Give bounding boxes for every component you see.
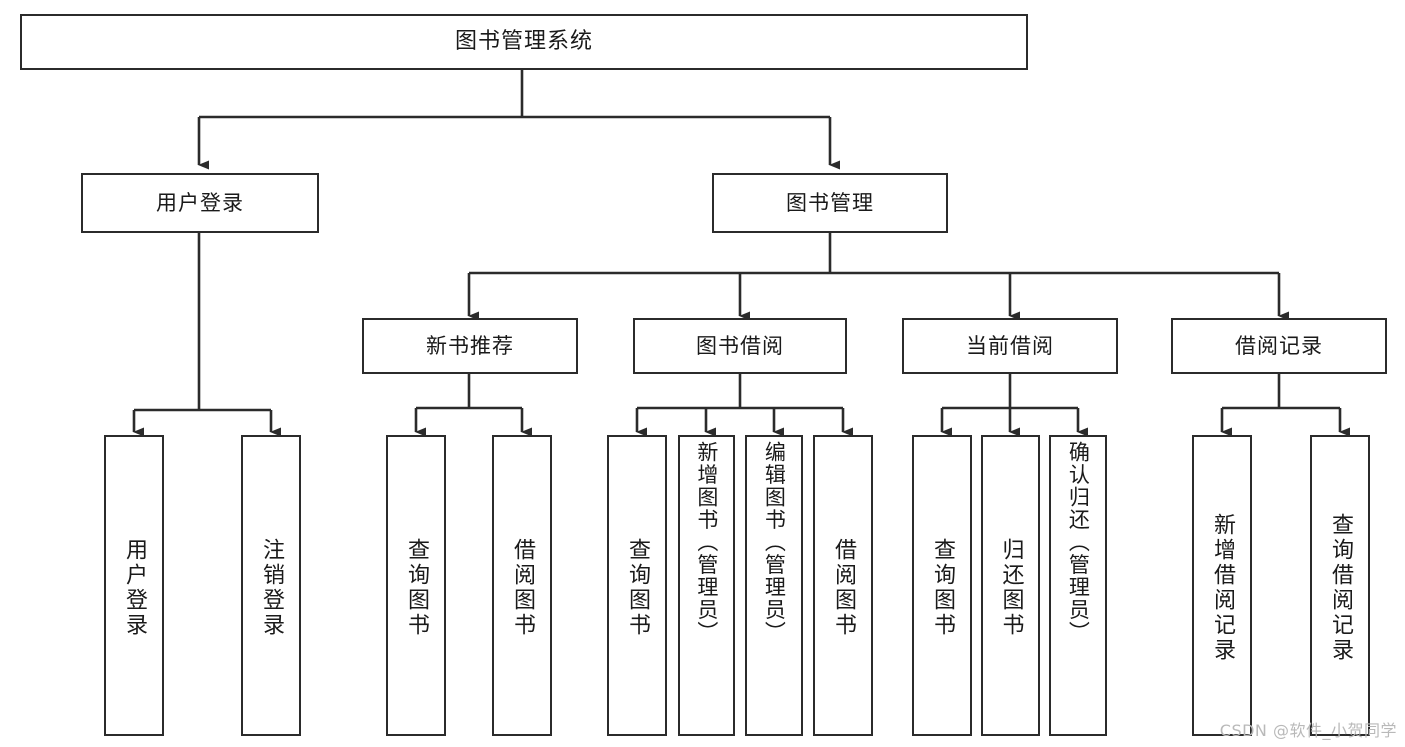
leaf-confirm-return-label: 确认归还（管理员） (1066, 441, 1091, 644)
node-user-login[interactable]: 用户登录 (81, 173, 319, 233)
leaf-logout[interactable]: 注销登录 (241, 435, 301, 736)
leaf-borrow-book-2-label: 借阅图书 (830, 537, 856, 638)
leaf-query-book-2-inner: 查询图书 (609, 441, 665, 734)
leaf-user-login-label: 用户登录 (121, 537, 147, 638)
leaf-query-book-3-label: 查询图书 (929, 537, 955, 638)
node-user-login-label: 用户登录 (156, 190, 244, 215)
leaf-query-book-1-inner: 查询图书 (388, 441, 444, 734)
leaf-query-book-3-inner: 查询图书 (914, 441, 970, 734)
leaf-query-record-label: 查询借阅记录 (1327, 512, 1353, 663)
leaf-return-book-inner: 归还图书 (983, 441, 1038, 734)
leaf-edit-book-inner: 编辑图书（管理员） (747, 441, 801, 734)
node-new-book-recommend-label: 新书推荐 (426, 333, 514, 358)
node-current-borrow[interactable]: 当前借阅 (902, 318, 1118, 374)
leaf-borrow-book-1-inner: 借阅图书 (494, 441, 550, 734)
leaf-query-book-1-label: 查询图书 (403, 537, 429, 638)
leaf-borrow-book-1[interactable]: 借阅图书 (492, 435, 552, 736)
leaf-confirm-return[interactable]: 确认归还（管理员） (1049, 435, 1107, 736)
leaf-edit-book[interactable]: 编辑图书（管理员） (745, 435, 803, 736)
leaf-add-book[interactable]: 新增图书（管理员） (678, 435, 735, 736)
leaf-borrow-book-2-inner: 借阅图书 (815, 441, 871, 734)
leaf-borrow-book-1-label: 借阅图书 (509, 537, 535, 638)
leaf-logout-inner: 注销登录 (243, 441, 299, 734)
leaf-add-record-label: 新增借阅记录 (1209, 512, 1235, 663)
leaf-query-record[interactable]: 查询借阅记录 (1310, 435, 1370, 736)
node-borrow-record[interactable]: 借阅记录 (1171, 318, 1387, 374)
leaf-add-record-inner: 新增借阅记录 (1194, 441, 1250, 734)
leaf-user-login-inner: 用户登录 (106, 441, 162, 734)
node-root-label: 图书管理系统 (454, 29, 593, 54)
leaf-query-book-2[interactable]: 查询图书 (607, 435, 667, 736)
leaf-confirm-return-inner: 确认归还（管理员） (1051, 441, 1105, 734)
leaf-user-login[interactable]: 用户登录 (104, 435, 164, 736)
leaf-edit-book-label: 编辑图书（管理员） (762, 441, 787, 644)
leaf-return-book-label: 归还图书 (998, 537, 1024, 638)
leaf-query-record-inner: 查询借阅记录 (1312, 441, 1368, 734)
node-book-borrow[interactable]: 图书借阅 (633, 318, 847, 374)
node-new-book-recommend[interactable]: 新书推荐 (362, 318, 578, 374)
node-book-management-label: 图书管理 (786, 190, 874, 215)
leaf-query-book-1[interactable]: 查询图书 (386, 435, 446, 736)
node-book-borrow-label: 图书借阅 (696, 333, 784, 358)
node-root[interactable]: 图书管理系统 (20, 14, 1028, 70)
leaf-logout-label: 注销登录 (258, 537, 284, 638)
leaf-add-record[interactable]: 新增借阅记录 (1192, 435, 1252, 736)
leaf-borrow-book-2[interactable]: 借阅图书 (813, 435, 873, 736)
leaf-add-book-inner: 新增图书（管理员） (680, 441, 733, 734)
leaf-query-book-2-label: 查询图书 (624, 537, 650, 638)
leaf-query-book-3[interactable]: 查询图书 (912, 435, 972, 736)
leaf-return-book[interactable]: 归还图书 (981, 435, 1040, 736)
leaf-add-book-label: 新增图书（管理员） (694, 441, 719, 644)
node-borrow-record-label: 借阅记录 (1235, 333, 1323, 358)
csdn-watermark: CSDN @软件_小贺同学 (1219, 721, 1397, 740)
node-book-management[interactable]: 图书管理 (712, 173, 948, 233)
node-current-borrow-label: 当前借阅 (966, 333, 1054, 358)
